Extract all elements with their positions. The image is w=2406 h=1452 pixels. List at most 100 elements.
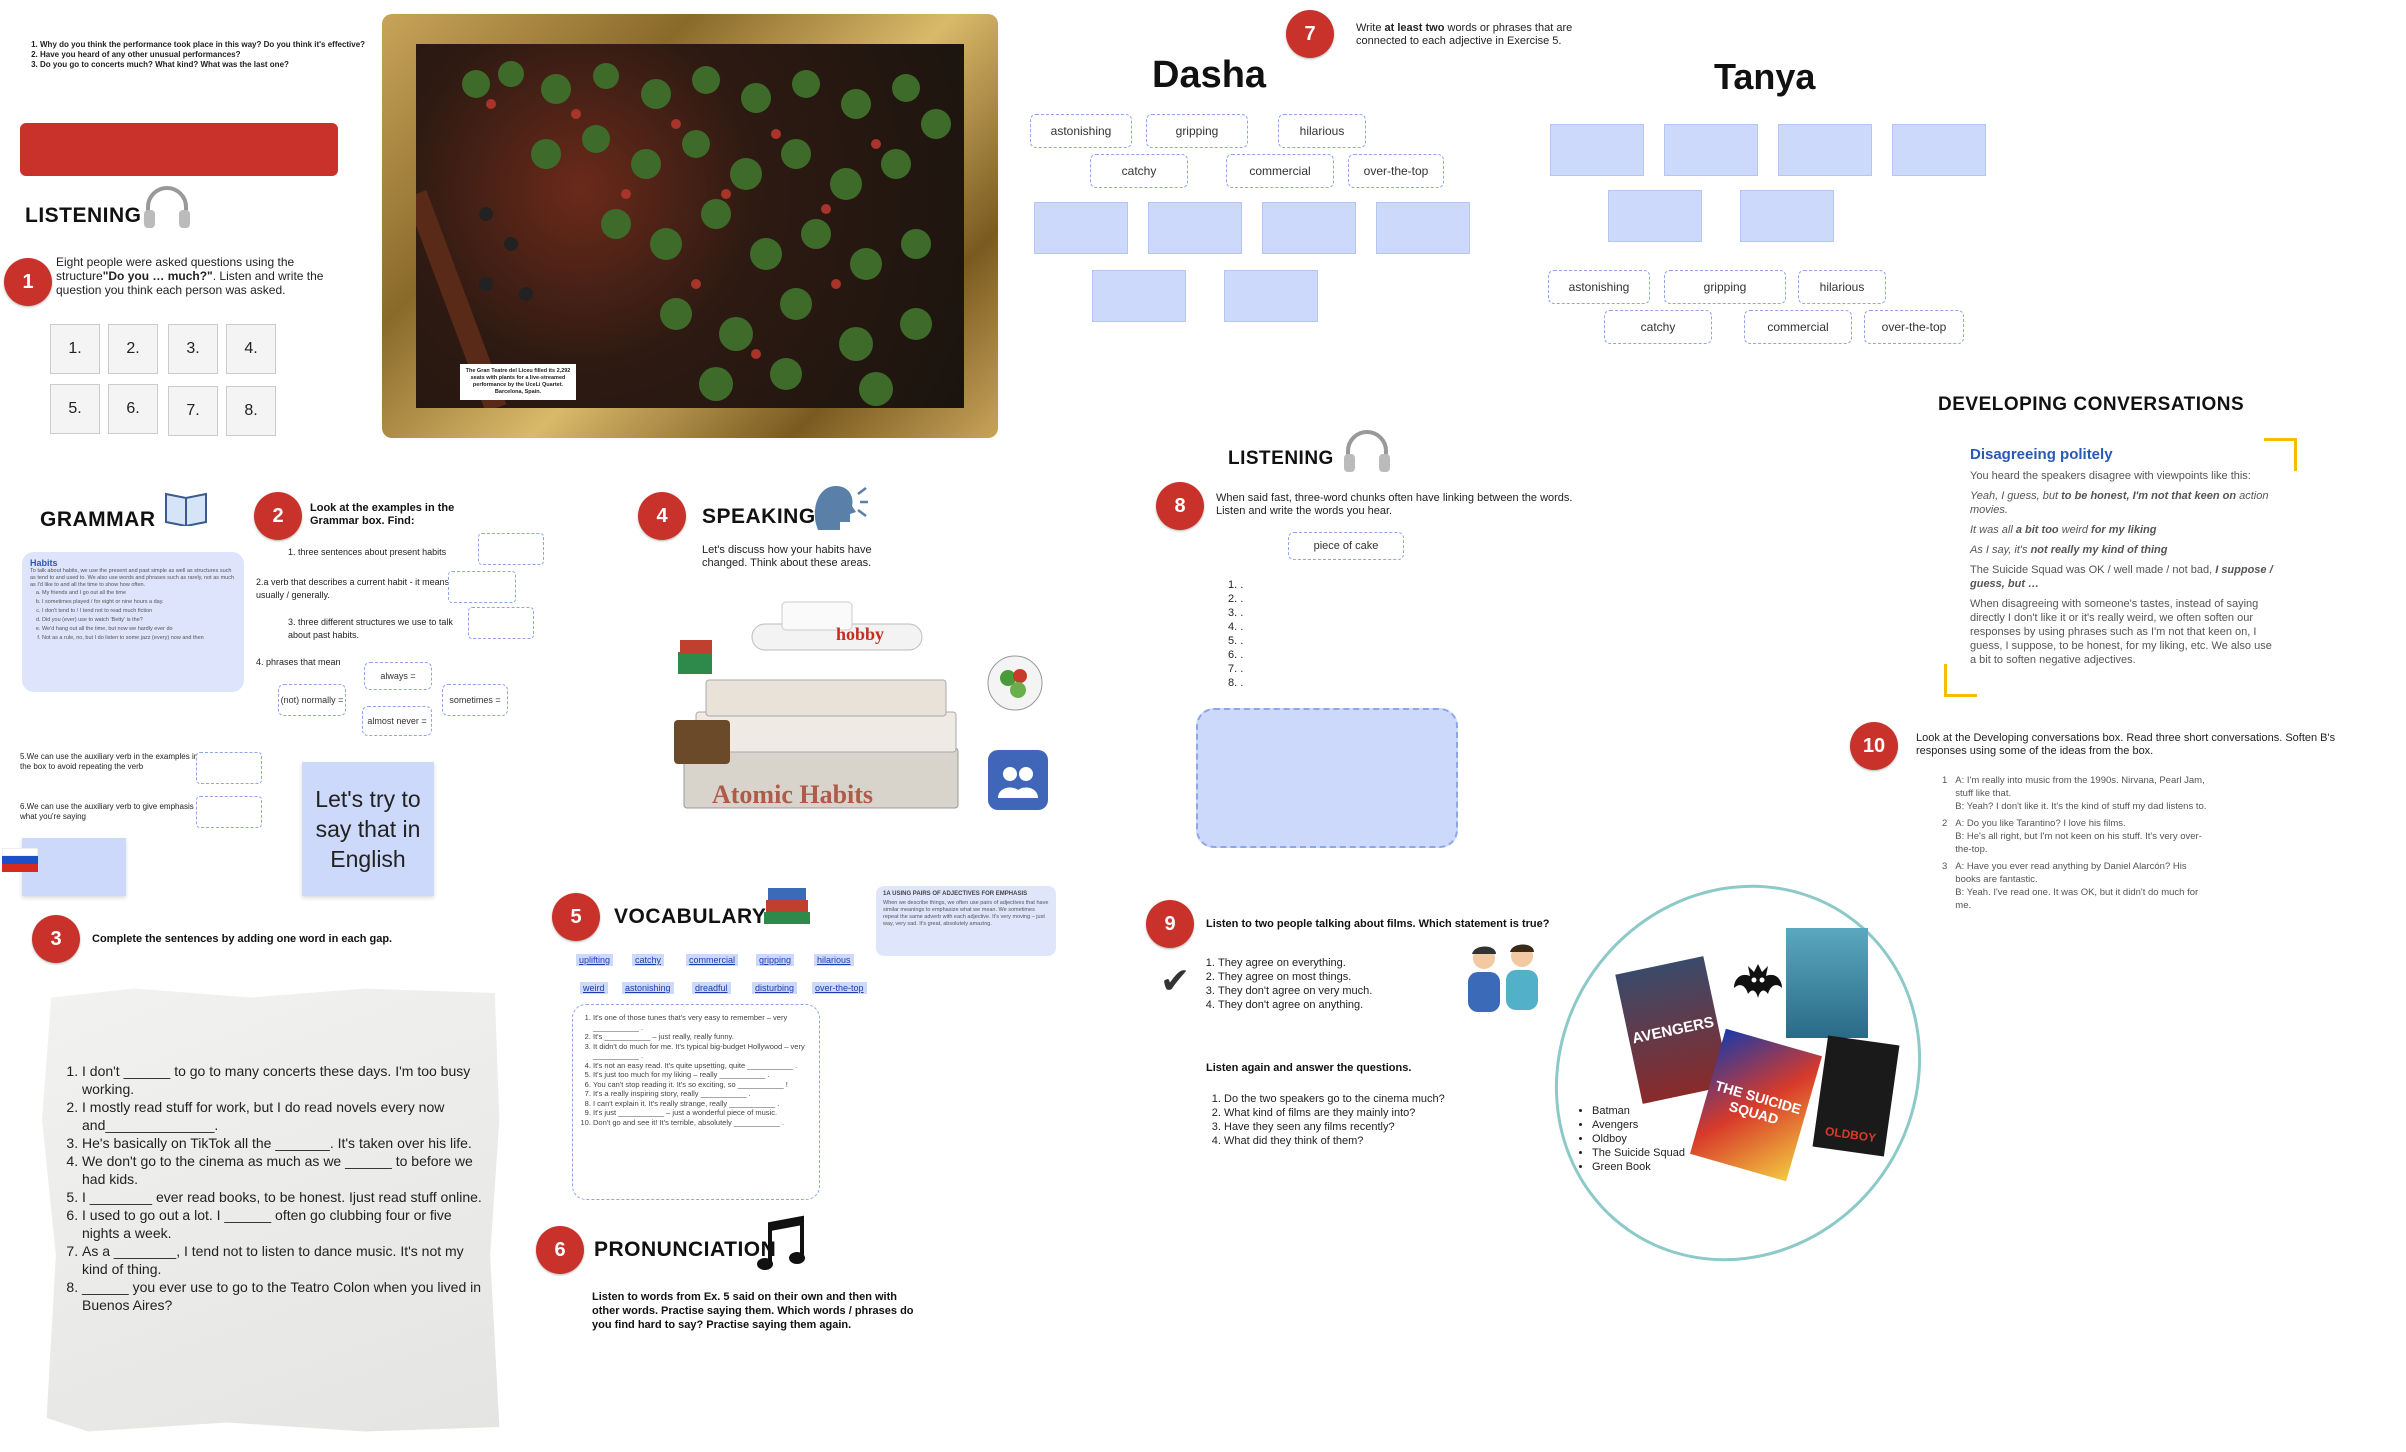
film-list: Batman Avengers Oldboy The Suicide Squad… [1578,1104,1685,1174]
poster-title: OLDBOY [1824,1124,1877,1146]
tanya-word-chip[interactable]: commercial [1744,310,1852,344]
check-icon: ✔ [1160,960,1191,1001]
red-banner[interactable] [20,123,338,176]
phrase-almost-never[interactable]: almost never = [362,706,432,736]
ex9-statement[interactable]: They don't agree on very much. [1218,984,1372,998]
ex7-instruction: Write at least two words or phrases that… [1356,22,1573,47]
ex9-statements: They agree on everything. They agree on … [1208,956,1372,1012]
example-chunk[interactable]: piece of cake [1288,532,1404,560]
exercise-number-9: 9 [1146,900,1194,948]
vocab-word[interactable]: hilarious [814,954,854,966]
lets-try-note[interactable]: Let's try to say that in English [302,762,434,896]
tanya-word-chip[interactable]: astonishing [1548,270,1650,304]
vocab-sentence: It's ___________ – just really, really f… [593,1032,811,1042]
disagreeing-explanation: When disagreeing with someone's tastes, … [1970,598,2272,666]
tanya-word-chip[interactable]: over-the-top [1864,310,1964,344]
answer-box-5[interactable]: 5. [50,384,100,434]
intro-questions: Why do you think the performance took pl… [28,40,388,70]
ex2-answer-1[interactable] [478,533,544,565]
answer-box-8[interactable]: 8. [226,386,276,436]
speaker-b-line: B: Yeah? I don't like it. It's the kind … [1955,801,2207,812]
speaking-heading: SPEAKING [702,505,816,528]
dasha-answer-box[interactable] [1262,202,1356,254]
tanya-word-chip[interactable]: hilarious [1798,270,1886,304]
answer-box-7[interactable]: 7. [168,386,218,436]
tanya-answer-box[interactable] [1892,124,1986,176]
tanya-answer-box[interactable] [1608,190,1702,242]
speaker-a-line: A: Have you ever read anything by Daniel… [1955,861,2187,885]
dasha-heading: Dasha [1152,54,1267,96]
vocab-sentence: I can't explain it. It's really strange,… [593,1099,811,1109]
disagreeing-title: Disagreeing politely [1970,446,2113,463]
intro-question: Have you heard of any other unusual perf… [40,50,388,60]
vocab-word[interactable]: uplifting [576,954,614,966]
dasha-word-chip[interactable]: gripping [1146,114,1248,148]
answer-box-4[interactable]: 4. [226,324,276,374]
phrase-always[interactable]: always = [364,662,432,690]
ex9-statement[interactable]: They don't agree on anything. [1218,998,1372,1012]
dasha-answer-box[interactable] [1092,270,1186,322]
dasha-answer-box[interactable] [1148,202,1242,254]
adjective-pairs-box: 1A USING PAIRS OF ADJECTIVES FOR EMPHASI… [876,886,1056,956]
line-item: 8. . [1228,677,1244,689]
ex3-sentence: I used to go out a lot. I ______ often g… [82,1206,482,1242]
tanya-word-chip[interactable]: gripping [1664,270,1786,304]
exercise-number-8: 8 [1156,482,1204,530]
speaker-b-line: B: Yeah. I've read one. It was OK, but i… [1955,887,2199,911]
dasha-word-chip[interactable]: over-the-top [1348,154,1444,188]
books-icon [762,882,812,926]
tanya-word-chip[interactable]: catchy [1604,310,1712,344]
answer-box-6[interactable]: 6. [108,384,158,434]
phrase-not-normally[interactable]: (not) normally = [278,684,346,716]
ex9-listen-again: Listen again and answer the questions. [1206,1062,1412,1074]
vocab-word[interactable]: astonishing [622,982,674,994]
ex2-answer-5[interactable] [196,752,262,784]
habits-example: Did you (ever) use to watch 'Betty' is t… [42,616,236,625]
listening-heading: LISTENING [25,204,142,227]
dasha-answer-box[interactable] [1376,202,1470,254]
vocab-word[interactable]: dreadful [692,982,731,994]
ex2-q5: 5.We can use the auxiliary verb in the e… [20,752,199,771]
framed-photo: The Gran Teatre del Liceu filled its 2,2… [382,14,998,438]
ex2-answer-2[interactable] [448,571,516,603]
tanya-answer-box[interactable] [1778,124,1872,176]
translation-note[interactable] [22,838,126,896]
answer-box-3[interactable]: 3. [168,324,218,374]
phrase-sometimes[interactable]: sometimes = [442,684,508,716]
line-item: 3. . [1228,607,1244,619]
answer-box-2[interactable]: 2. [108,324,158,374]
habits-example: I don't tend to / I tend not to read muc… [42,607,236,616]
books-stack-image: Atomic Habits [666,600,976,842]
pronunciation-heading: PRONUNCIATION [594,1238,777,1261]
vocab-word[interactable]: commercial [686,954,739,966]
ex2-answer-3[interactable] [468,607,534,639]
vocab-sentence: It's not an easy read. It's quite upsett… [593,1061,811,1071]
dasha-word-chip[interactable]: catchy [1090,154,1188,188]
tanya-answer-box[interactable] [1740,190,1834,242]
dasha-answer-box[interactable] [1034,202,1128,254]
vocab-word[interactable]: weird [580,982,608,994]
answer-box-1[interactable]: 1. [50,324,100,374]
vocab-word[interactable]: catchy [632,954,665,966]
speaking-instruction: Let's discuss how your habits have chang… [702,544,872,569]
dasha-word-chip[interactable]: commercial [1226,154,1334,188]
ex9-statement[interactable]: They agree on most things. [1218,970,1372,984]
habits-box-title: Habits [30,558,58,568]
dasha-word-chip[interactable]: hilarious [1278,114,1366,148]
ex9-statement[interactable]: They agree on everything. [1218,956,1372,970]
listening8-instruction: When said fast, three-word chunks often … [1216,492,1573,517]
vocab-word[interactable]: disturbing [752,982,798,994]
vocab-word[interactable]: over-the-top [812,982,867,994]
headphones-icon [140,180,194,234]
ex3-sentence: I don't ______ to go to many concerts th… [82,1062,482,1098]
vocab-word[interactable]: gripping [756,954,795,966]
ex2-answer-6[interactable] [196,796,262,828]
dasha-word-chip[interactable]: astonishing [1030,114,1132,148]
dasha-answer-box[interactable] [1224,270,1318,322]
tanya-answer-box[interactable] [1550,124,1644,176]
book-title: Atomic Habits [712,780,874,809]
tanya-answer-box[interactable] [1664,124,1758,176]
listening8-answer-area[interactable] [1196,708,1458,848]
disagreeing-example: Yeah, I guess, but to be honest, I'm not… [1970,490,2269,516]
film-item: The Suicide Squad [1592,1146,1685,1160]
